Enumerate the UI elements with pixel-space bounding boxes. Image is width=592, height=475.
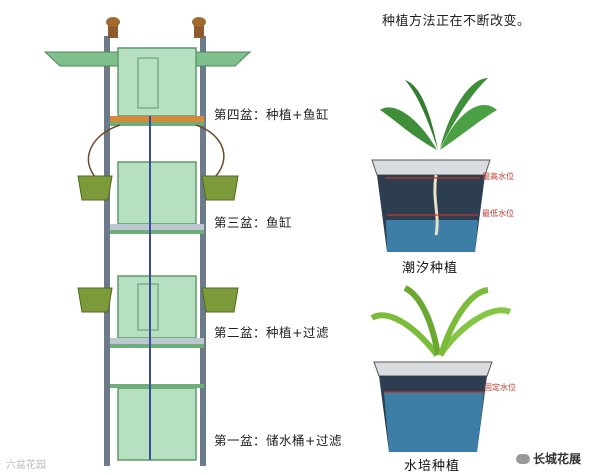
page-heading: 种植方法正在不断改变。 bbox=[382, 14, 531, 29]
watermark-right: 长城花展 bbox=[533, 452, 582, 466]
left-hose bbox=[87, 124, 121, 179]
tier4-plate bbox=[110, 116, 204, 122]
right-support-pole bbox=[200, 36, 206, 466]
hydroponic-fixed-level-label: 固定水位 bbox=[484, 383, 516, 392]
right-lower-basket bbox=[201, 287, 239, 313]
tier4-pot bbox=[117, 47, 197, 117]
tier2-label: 第二盆：种植+过滤 bbox=[214, 325, 329, 340]
tier1-label: 第一盆：储水桶+过滤 bbox=[214, 433, 342, 448]
hydroponic-caption: 水培种植 bbox=[404, 459, 461, 474]
tidal-pot bbox=[371, 78, 497, 252]
watermark-left: 六盆花园 bbox=[6, 460, 46, 471]
tier3-label: 第三盆：鱼缸 bbox=[214, 215, 293, 230]
tidal-low-level-label: 最低水位 bbox=[482, 209, 514, 218]
left-upper-basket bbox=[77, 175, 113, 201]
right-hose bbox=[195, 124, 225, 179]
tier3-pot bbox=[117, 161, 197, 225]
hydroponic-pot bbox=[370, 285, 512, 452]
watermark-right-logo: 长城花展 bbox=[516, 448, 581, 467]
left-support-pole bbox=[104, 36, 110, 466]
tidal-high-level-label: 最高水位 bbox=[482, 172, 514, 181]
tier4-label: 第四盆：种植+鱼缸 bbox=[214, 107, 329, 122]
top-right-finial bbox=[192, 17, 206, 38]
tidal-caption: 潮汐种植 bbox=[402, 261, 459, 276]
tier2-pot bbox=[117, 275, 197, 339]
tier3-plate bbox=[110, 224, 204, 230]
right-upper-basket bbox=[201, 175, 239, 201]
top-left-finial bbox=[106, 17, 120, 38]
tier1-pot bbox=[117, 387, 197, 461]
tier1-plate bbox=[110, 384, 204, 388]
wechat-icon bbox=[516, 453, 530, 464]
left-lower-basket bbox=[77, 287, 113, 313]
tier2-plate bbox=[110, 338, 204, 344]
